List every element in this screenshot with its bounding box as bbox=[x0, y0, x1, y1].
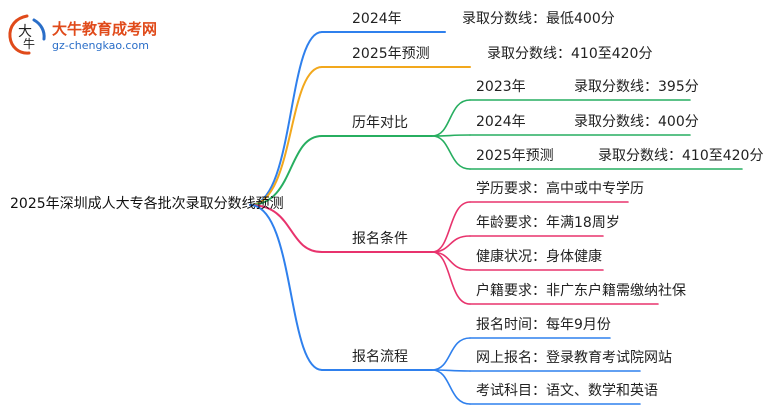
logo-mark-icon: 大 牛 bbox=[8, 14, 46, 55]
history-2024-label: 2024年 bbox=[476, 114, 526, 130]
process-online: 网上报名：登录教育考试院网站 bbox=[476, 350, 672, 366]
link-2024-curve bbox=[249, 31, 323, 206]
sublink-2-0-curve bbox=[431, 99, 471, 137]
branch-2024-value: 录取分数线：最低400分 bbox=[462, 11, 615, 27]
site-logo[interactable]: 大 牛 大牛教育成考网 gz-chengkao.com bbox=[6, 14, 176, 60]
root-node-label: 2025年深圳成人大专各批次录取分数线预测 bbox=[10, 196, 284, 212]
process-subjects: 考试科目：语文、数学和英语 bbox=[476, 383, 658, 399]
sublink-2-2-curve bbox=[431, 135, 471, 170]
sublink-4-2-curve bbox=[431, 369, 471, 405]
branch-2024-label: 2024年 bbox=[352, 11, 402, 27]
link-process-curve bbox=[249, 204, 323, 371]
history-2025-label: 2025年预测 bbox=[476, 148, 554, 164]
process-time: 报名时间：每年9月份 bbox=[476, 317, 611, 333]
branch-history-label: 历年对比 bbox=[352, 115, 408, 131]
requirement-residence: 户籍要求：非广东户籍需缴纳社保 bbox=[476, 283, 686, 299]
history-2023-label: 2023年 bbox=[476, 79, 526, 95]
logo-mark-top: 大 bbox=[18, 24, 32, 40]
requirement-age: 年龄要求：年满18周岁 bbox=[476, 215, 620, 231]
branch-2025-forecast-label: 2025年预测 bbox=[352, 46, 430, 62]
link-2025-forecast-curve bbox=[249, 66, 323, 206]
history-2023-value: 录取分数线：395分 bbox=[574, 79, 699, 95]
logo-url: gz-chengkao.com bbox=[52, 39, 149, 52]
sublink-3-3-curve bbox=[431, 251, 471, 305]
logo-mark-bottom: 牛 bbox=[23, 36, 35, 51]
sublink-3-0-curve bbox=[431, 201, 471, 253]
logo-name: 大牛教育成考网 bbox=[52, 20, 158, 38]
history-2024-value: 录取分数线：400分 bbox=[574, 114, 699, 130]
branch-requirements-label: 报名条件 bbox=[352, 231, 408, 247]
branch-2025-forecast-value: 录取分数线：410至420分 bbox=[487, 46, 653, 62]
link-requirements-curve bbox=[249, 204, 323, 253]
history-2025-value: 录取分数线：410至420分 bbox=[598, 148, 763, 164]
requirement-education: 学历要求：高中或中专学历 bbox=[476, 181, 644, 197]
link-history-curve bbox=[249, 135, 323, 206]
branch-process-label: 报名流程 bbox=[352, 349, 408, 365]
requirement-health: 健康状况：身体健康 bbox=[476, 249, 602, 265]
sublink-3-2-curve bbox=[431, 251, 471, 271]
sublink-4-0-curve bbox=[431, 337, 471, 371]
